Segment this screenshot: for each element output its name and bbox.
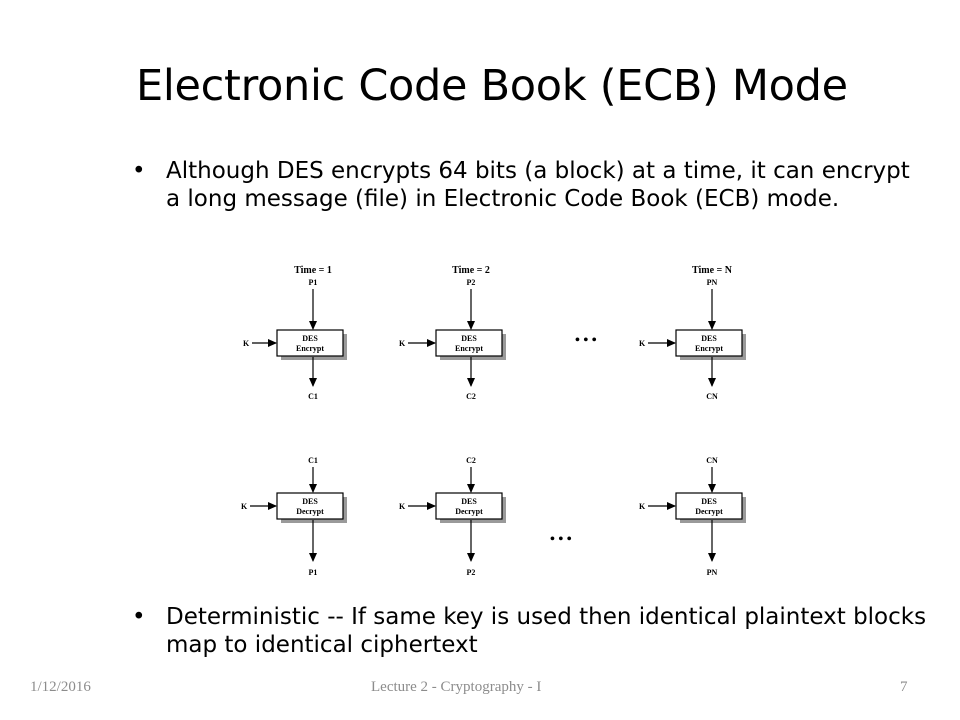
time-label: Time = 2 [452,265,490,276]
box-line2: Encrypt [455,344,483,353]
ciphertext-label: C1 [308,456,318,465]
bullet-dot: • [132,604,146,630]
bullet-dot: • [132,158,146,184]
box-line1: DES [302,497,318,506]
key-label: K [241,502,248,511]
box-line2: Encrypt [695,344,723,353]
bullet-text: Deterministic -- If same key is used the… [166,604,927,658]
encrypt-block-1: Time = 1 P1 DES Encrypt K C1 [243,265,347,401]
plaintext-label: P1 [309,278,318,287]
page-number: 7 [900,679,908,695]
bullet-text: Although DES encrypts 64 bits (a block) … [166,158,910,212]
time-label: Time = N [692,265,733,276]
box-line1: DES [701,334,717,343]
plaintext-label: P1 [309,568,318,577]
footer-date: 1/12/2016 [30,679,91,695]
ciphertext-label: CN [706,392,718,401]
bullet-item-2: • Deterministic -- If same key is used t… [132,603,936,659]
plaintext-label: PN [707,278,718,287]
ciphertext-label: C2 [466,392,476,401]
box-line1: DES [461,497,477,506]
key-label: K [399,339,406,348]
box-line1: DES [701,497,717,506]
plaintext-label: P2 [467,278,476,287]
ciphertext-label: C2 [466,456,476,465]
plaintext-label: P2 [467,568,476,577]
plaintext-label: PN [707,568,718,577]
ellipsis: • • • [575,333,597,348]
box-line2: Encrypt [296,344,324,353]
box-line2: Decrypt [296,507,324,516]
box-line2: Decrypt [695,507,723,516]
box-line1: DES [461,334,477,343]
box-line2: Decrypt [455,507,483,516]
ecb-diagram: Time = 1 P1 DES Encrypt K C1 Time = 2 P2… [241,265,746,577]
ciphertext-label: CN [706,456,718,465]
slide-title: Electronic Code Book (ECB) Mode [136,61,848,111]
box-line1: DES [302,334,318,343]
time-label: Time = 1 [294,265,332,276]
footer-title: Lecture 2 - Cryptography - I [371,679,542,695]
key-label: K [639,339,646,348]
key-label: K [399,502,406,511]
bullet-item-1: • Although DES encrypts 64 bits (a block… [132,157,911,213]
decrypt-block-n: CN DES Decrypt K PN [639,456,746,577]
key-label: K [639,502,646,511]
decrypt-block-1: C1 DES Decrypt K P1 [241,456,347,577]
encrypt-block-2: Time = 2 P2 DES Encrypt K C2 [399,265,506,401]
ciphertext-label: C1 [308,392,318,401]
ellipsis: • • • [550,532,572,547]
decrypt-block-2: C2 DES Decrypt K P2 [399,456,506,577]
encrypt-block-n: Time = N PN DES Encrypt K CN [639,265,746,401]
key-label: K [243,339,250,348]
